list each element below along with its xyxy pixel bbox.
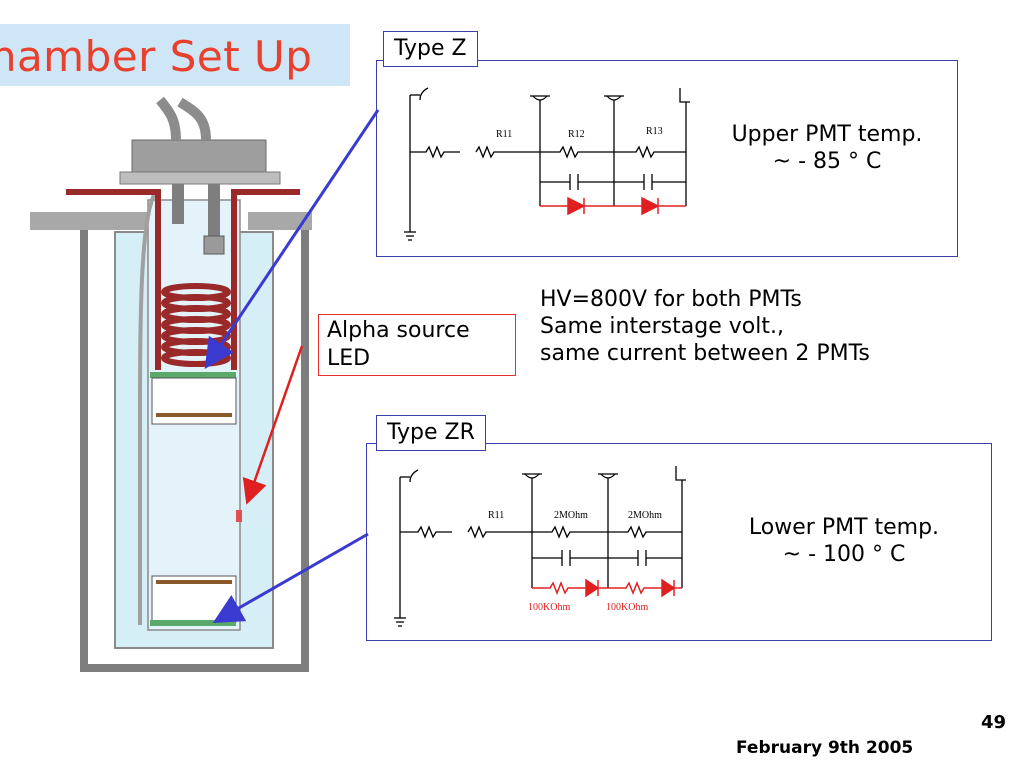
upper-temp-label: Upper PMT temp. ~ - 85 ° C — [707, 121, 947, 175]
type-zr-panel: Lower PMT temp. ~ - 100 ° C — [366, 443, 992, 641]
hv-note-line: HV=800V for both PMTs — [540, 287, 802, 312]
upper-temp-line2: ~ - 85 ° C — [772, 149, 882, 174]
title-banner: Chamber Set Up — [0, 24, 350, 86]
type-zr-tag: Type ZR — [376, 415, 486, 451]
alpha-source-line: Alpha source — [327, 318, 470, 343]
lower-temp-line2: ~ - 100 ° C — [782, 542, 906, 567]
hv-note-line: Same interstage volt., — [540, 314, 784, 339]
hv-note-line: same current between 2 PMTs — [540, 341, 870, 366]
hv-notes: HV=800V for both PMTs Same interstage vo… — [540, 286, 870, 367]
alpha-source-label: Alpha source LED — [318, 314, 516, 376]
xenon-line: xenon — [130, 525, 213, 556]
lower-temp-line1: Lower PMT temp. — [748, 515, 940, 540]
footer-date: February 9th 2005 — [736, 738, 914, 758]
slide-title: Chamber Set Up — [0, 32, 313, 81]
chamber-drawing — [30, 96, 312, 672]
type-z-panel: Upper PMT temp. ~ - 85 ° C — [376, 60, 958, 257]
led-line: LED — [327, 346, 371, 371]
type-z-tag: Type Z — [383, 31, 478, 67]
lower-temp-label: Lower PMT temp. ~ - 100 ° C — [719, 514, 969, 568]
upper-temp-line1: Upper PMT temp. — [731, 122, 923, 147]
gas-xenon-label: Gas xenon — [130, 490, 213, 558]
page-number: 49 — [980, 712, 1006, 733]
gas-line: Gas — [130, 491, 182, 522]
